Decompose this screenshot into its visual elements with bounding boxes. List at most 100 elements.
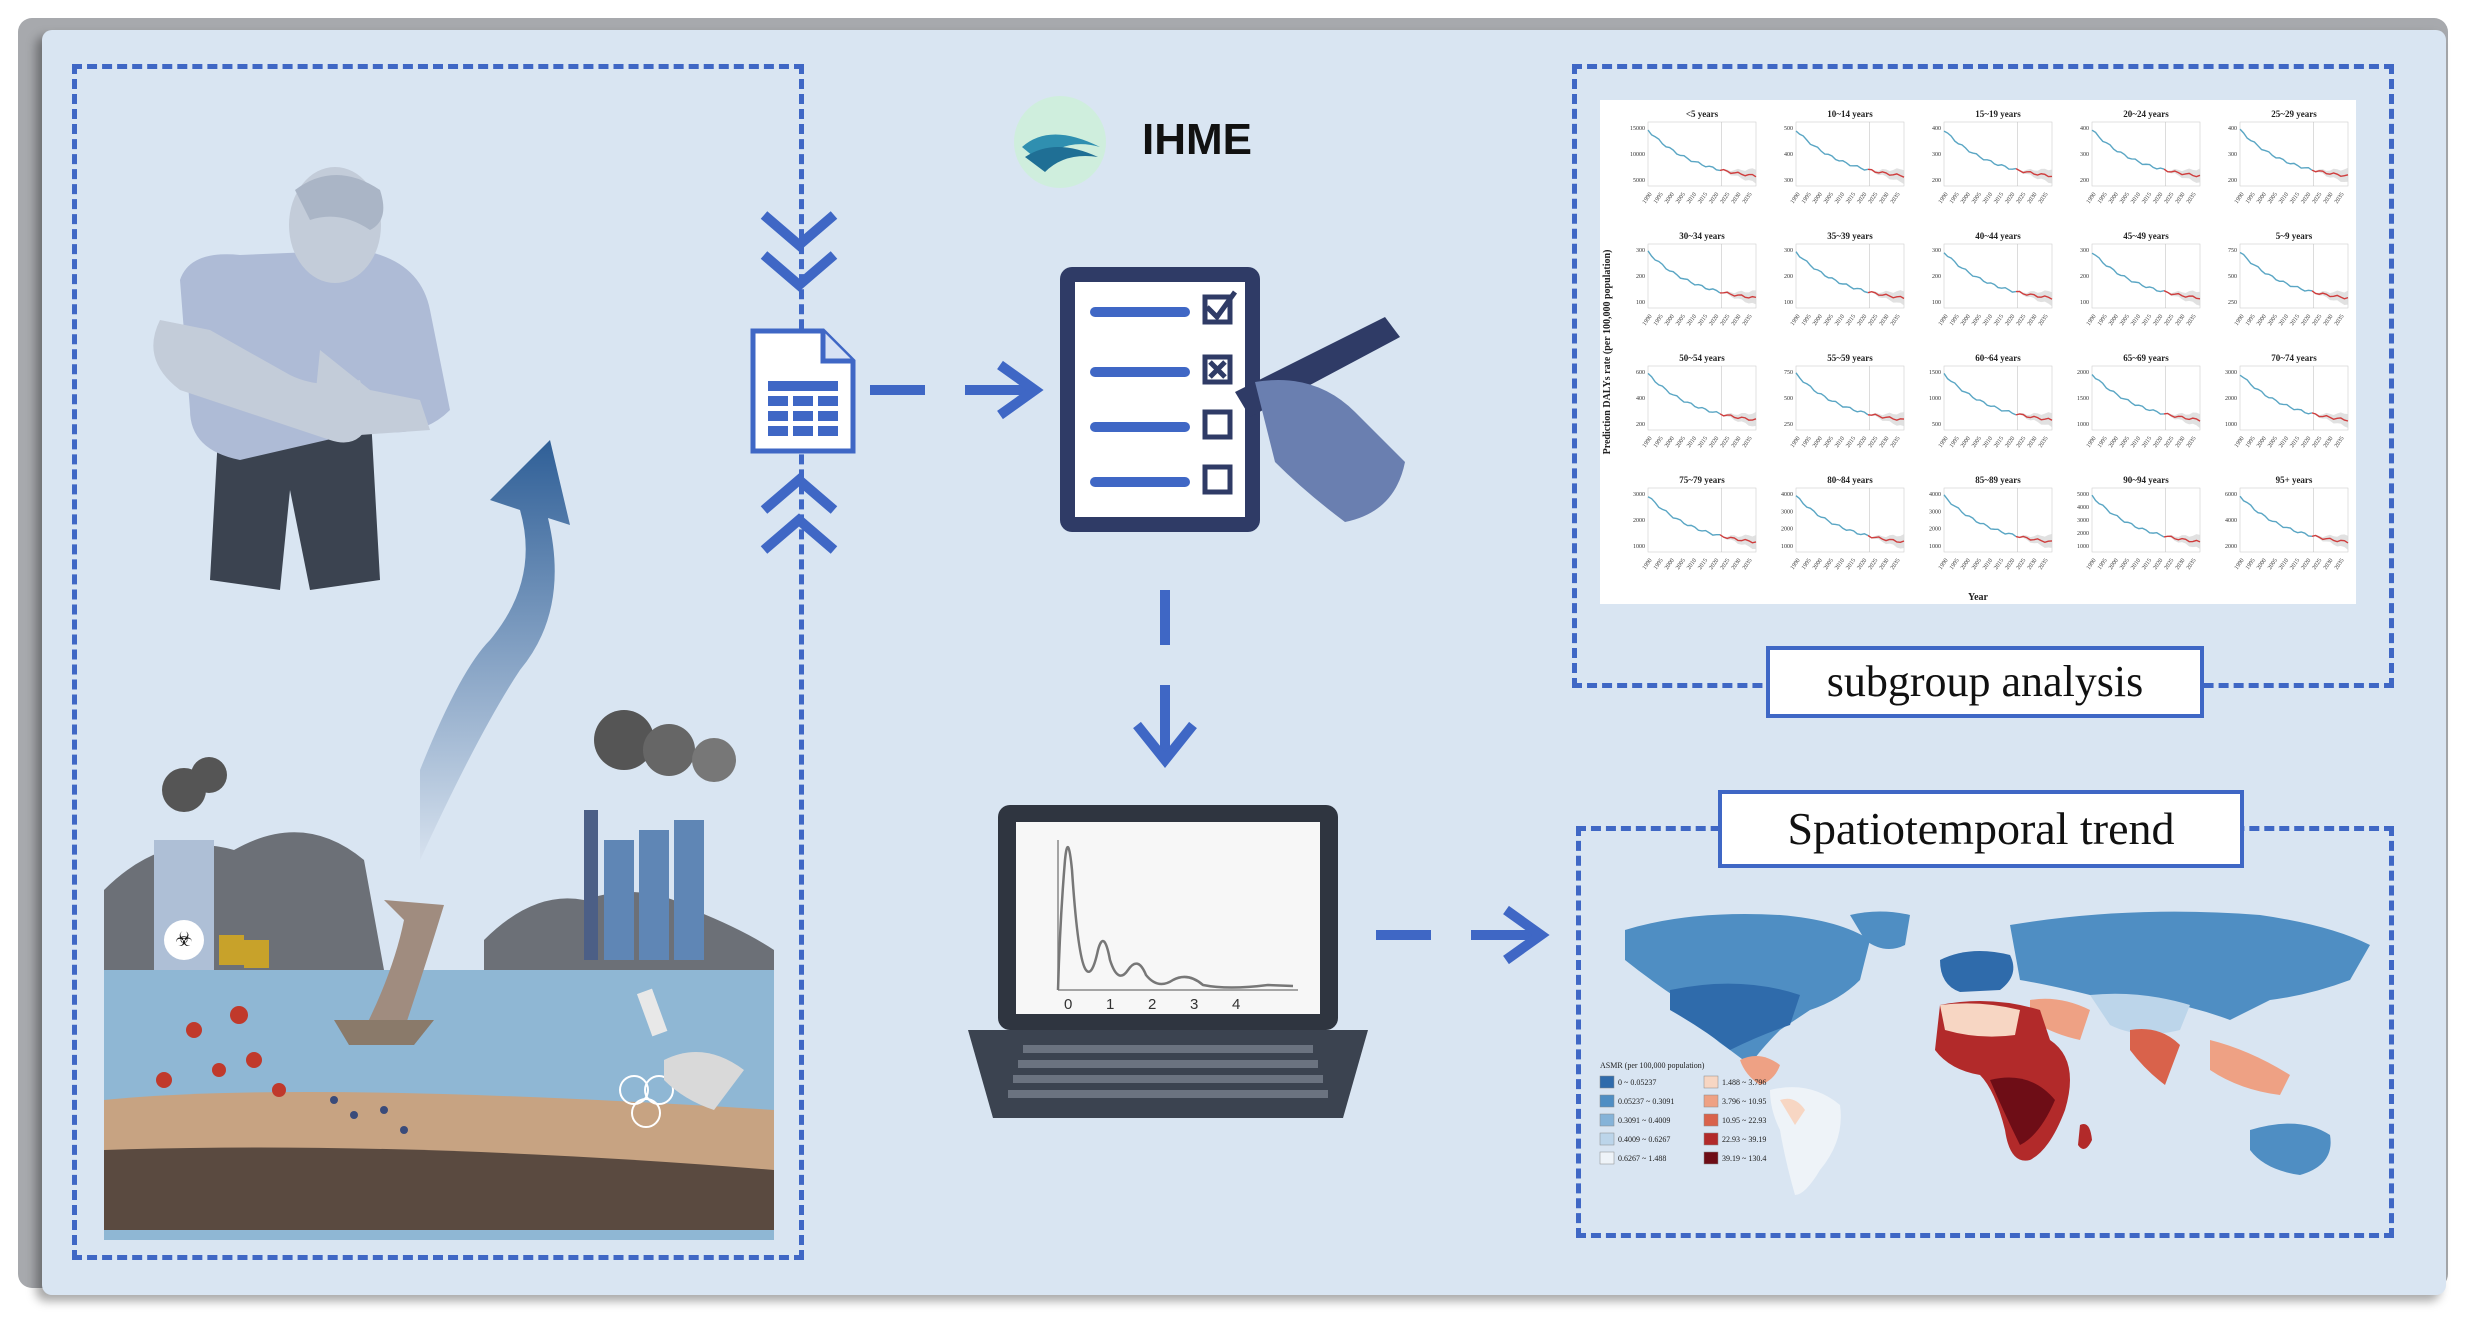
legend-label: 0.3091 ~ 0.4009	[1618, 1116, 1670, 1125]
subgroup-y-tick: 10000	[1630, 152, 1645, 158]
observed-trend-line	[2091, 252, 2165, 293]
subgroup-y-tick: 1000	[2225, 422, 2237, 428]
arrow-to-laptop	[1133, 590, 1197, 769]
observed-trend-line	[1943, 252, 2017, 293]
ihme-logo-text: IHME	[1142, 115, 1252, 164]
subgroup-x-tick: 2000	[2256, 314, 2268, 327]
subgroup-x-tick: 1990	[1642, 192, 1654, 205]
subgroup-x-tick: 2020	[1709, 192, 1721, 205]
subgroup-y-tick: 4000	[1781, 492, 1793, 498]
subgroup-x-tick: 2015	[1993, 314, 2005, 327]
subgroup-x-tick: 2025	[1720, 314, 1732, 327]
subgroup-x-tick: 2010	[2278, 192, 2290, 205]
subgroup-y-tick: 1500	[1929, 370, 1941, 376]
subgroup-y-tick: 3000	[2225, 370, 2237, 376]
predicted-trend-line	[1867, 168, 1905, 178]
predicted-trend-line	[2163, 412, 2201, 422]
subgroup-x-tick: 2020	[1709, 436, 1721, 449]
legend-swatch	[1703, 1151, 1719, 1165]
subgroup-x-tick: 1990	[2086, 558, 2098, 571]
predicted-trend-line	[1867, 413, 1905, 421]
observed-trend-line	[2239, 495, 2313, 537]
legend-title: ASMR (per 100,000 population)	[1600, 1061, 1705, 1070]
subgroup-x-tick: 2035	[2334, 436, 2346, 449]
subgroup-x-tick: 1995	[1949, 558, 1961, 571]
subgroup-panel-title: 35~39 years	[1827, 231, 1873, 241]
subgroup-x-tick: 2000	[1812, 314, 1824, 327]
observed-trend-line	[1795, 130, 1869, 171]
subgroup-x-tick: 2010	[2278, 436, 2290, 449]
subgroup-x-tick: 2005	[1675, 558, 1687, 571]
subgroup-x-tick: 2010	[2278, 558, 2290, 571]
subgroup-y-tick: 2000	[2077, 370, 2089, 376]
subgroup-x-tick: 2030	[1879, 436, 1891, 449]
subgroup-y-tick: 100	[1784, 300, 1793, 306]
subgroup-y-tick: 400	[1932, 126, 1941, 132]
subgroup-x-tick: 1995	[1949, 436, 1961, 449]
subgroup-x-tick: 2030	[2027, 558, 2039, 571]
subgroup-x-tick: 2000	[2108, 436, 2120, 449]
observed-trend-line	[2091, 494, 2165, 538]
subgroup-y-tick: 100	[1932, 300, 1941, 306]
subgroup-x-tick: 2035	[1742, 192, 1754, 205]
subgroup-x-tick: 2000	[1960, 192, 1972, 205]
subgroup-x-tick: 1995	[1801, 436, 1813, 449]
subgroup-y-tick: 400	[2228, 126, 2237, 132]
legend-label: 3.796 ~ 10.95	[1722, 1097, 1766, 1106]
subgroup-x-tick: 2000	[1960, 436, 1972, 449]
subgroup-x-tick: 1990	[2086, 192, 2098, 205]
subgroup-x-tick: 2015	[2141, 558, 2153, 571]
subgroup-x-tick: 2030	[2323, 314, 2335, 327]
subgroup-x-tick: 2030	[1731, 436, 1743, 449]
observed-trend-line	[2091, 374, 2165, 415]
subgroup-y-tick: 2000	[1633, 518, 1645, 524]
subgroup-x-tick: 2015	[1993, 558, 2005, 571]
subgroup-x-tick: 2035	[2334, 192, 2346, 205]
subgroup-x-tick: 2015	[2289, 192, 2301, 205]
legend-swatch	[1703, 1094, 1719, 1108]
subgroup-x-tick: 2005	[2267, 314, 2279, 327]
subgroup-x-tick: 2015	[1697, 314, 1709, 327]
subgroup-x-tick: 2005	[1823, 436, 1835, 449]
subgroup-x-tick: 2030	[1731, 192, 1743, 205]
subgroup-y-tick: 4000	[1929, 492, 1941, 498]
subgroup-x-tick: 2005	[2119, 314, 2131, 327]
subgroup-x-tick: 2005	[1675, 192, 1687, 205]
predicted-trend-line	[1867, 534, 1905, 544]
observed-trend-line	[1795, 372, 1869, 416]
subgroup-x-tick: 1990	[2086, 436, 2098, 449]
subgroup-x-tick: 2035	[2038, 558, 2050, 571]
predicted-trend-line	[2163, 168, 2201, 178]
subgroup-x-tick: 2035	[1890, 436, 1902, 449]
subgroup-y-tick: 4000	[2077, 505, 2089, 511]
subgroup-x-tick: 2020	[1709, 558, 1721, 571]
subgroup-x-tick: 2015	[2289, 558, 2301, 571]
subgroup-x-tick: 2010	[2130, 558, 2142, 571]
legend-label: 0.4009 ~ 0.6267	[1618, 1135, 1670, 1144]
subgroup-y-tick: 500	[1932, 422, 1941, 428]
subgroup-x-tick: 2035	[1890, 192, 1902, 205]
subgroup-x-tick: 2020	[1857, 314, 1869, 327]
predicted-trend-line	[2311, 534, 2349, 544]
subgroup-y-tick: 1500	[2077, 396, 2089, 402]
subgroup-x-tick: 2020	[2005, 436, 2017, 449]
subgroup-x-tick: 2010	[1982, 192, 1994, 205]
subgroup-x-tick: 2025	[1868, 558, 1880, 571]
subgroup-x-tick: 2000	[1812, 558, 1824, 571]
predicted-trend-line	[2311, 412, 2349, 422]
subgroup-y-tick: 300	[2080, 152, 2089, 158]
observed-trend-line	[1647, 129, 1721, 172]
subgroup-x-tick: 2025	[2312, 314, 2324, 327]
subgroup-x-tick: 2010	[1834, 192, 1846, 205]
subgroup-x-tick: 2035	[2186, 436, 2198, 449]
legend-label: 0.6267 ~ 1.488	[1618, 1154, 1666, 1163]
subgroup-x-tick: 2010	[1982, 558, 1994, 571]
map-legend: ASMR (per 100,000 population)0 ~ 0.05237…	[1599, 1061, 1766, 1165]
subgroup-x-tick: 1990	[1938, 436, 1950, 449]
subgroup-x-tick: 2000	[1812, 436, 1824, 449]
subgroup-x-tick: 1990	[1938, 314, 1950, 327]
subgroup-y-tick: 2000	[2077, 531, 2089, 537]
subgroup-x-tick: 1995	[2245, 192, 2257, 205]
predicted-trend-line	[1867, 291, 1905, 300]
